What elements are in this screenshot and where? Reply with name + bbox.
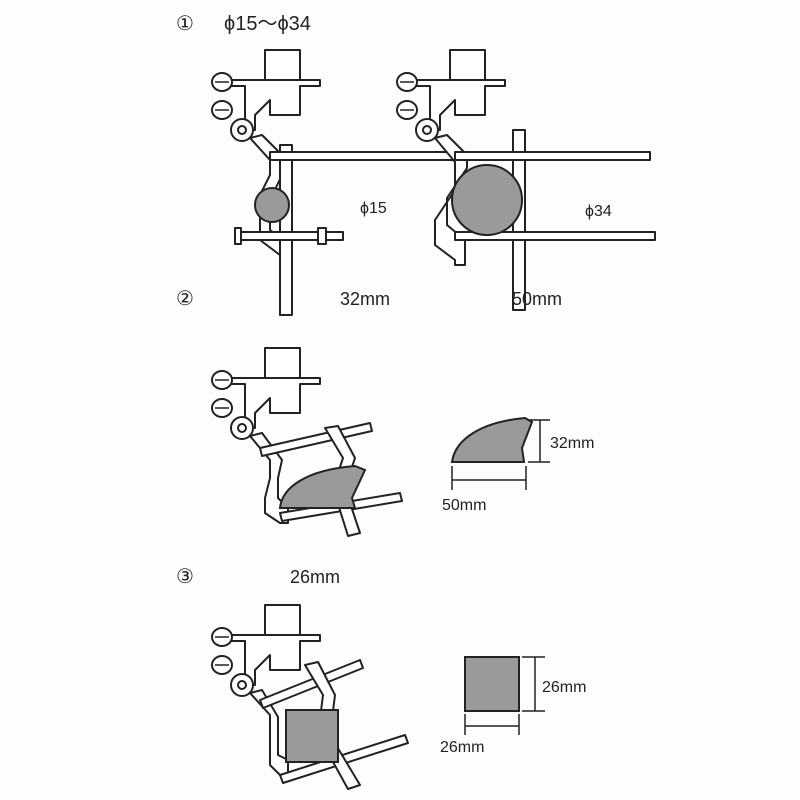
label-phi15: ϕ15 xyxy=(360,200,387,217)
clamp-large-pipe xyxy=(396,49,656,311)
square-pipe xyxy=(285,709,339,763)
section-1-title: ϕ15〜ϕ34 xyxy=(224,13,311,35)
clamp-square-pipe xyxy=(211,604,409,790)
oval-profile xyxy=(450,416,534,463)
square-section-dimension xyxy=(464,656,545,735)
round-pipe-34 xyxy=(451,164,523,236)
oval-section-dimension xyxy=(450,416,550,490)
clamp-small-pipe xyxy=(211,49,471,316)
square-height-label: 26mm xyxy=(542,679,586,696)
label-phi34: ϕ34 xyxy=(585,203,612,220)
section-1-marker: ① xyxy=(176,13,194,35)
section-2-title-right: 50mm xyxy=(512,289,562,309)
section-2-marker: ② xyxy=(176,288,194,310)
oval-width-label: 50mm xyxy=(442,497,486,514)
square-width-label: 26mm xyxy=(440,739,484,756)
section-3-title: 26mm xyxy=(290,567,340,587)
round-pipe-15 xyxy=(254,187,290,223)
square-profile xyxy=(464,656,520,712)
clamp-oval-pipe xyxy=(211,347,403,537)
section-2-title-left: 32mm xyxy=(340,289,390,309)
oval-pipe xyxy=(278,464,367,509)
section-3-marker: ③ xyxy=(176,566,194,588)
oval-height-label: 32mm xyxy=(550,435,594,452)
